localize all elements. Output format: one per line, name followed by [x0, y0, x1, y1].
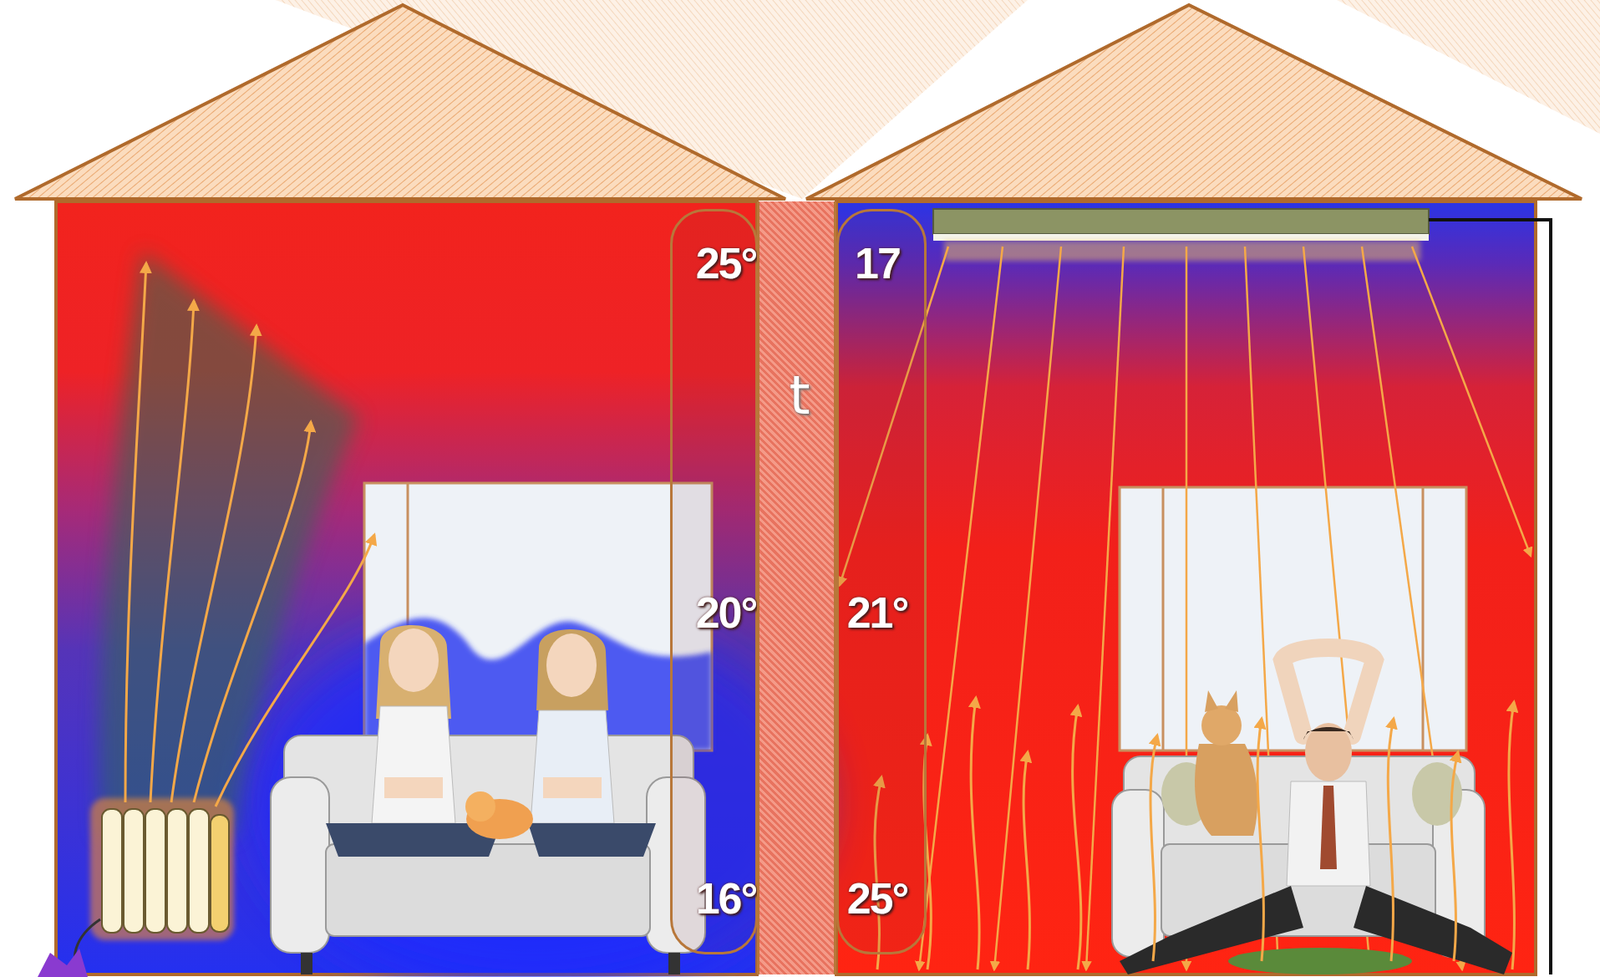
- radiator-fin: [145, 808, 166, 933]
- sofa: [270, 735, 706, 975]
- roof: [806, 5, 1582, 199]
- cat-head: [465, 791, 496, 822]
- axis-label: t: [788, 368, 810, 422]
- torso: [371, 706, 456, 823]
- window-frame: [1422, 487, 1425, 751]
- heat-arrow: [970, 697, 980, 970]
- roof: [15, 5, 786, 199]
- infrared-ray: [1412, 246, 1531, 556]
- radiator-glow: [90, 797, 234, 940]
- hair: [536, 629, 609, 711]
- heat-arrow: [1023, 751, 1030, 970]
- tie: [1320, 785, 1337, 869]
- leg: [1353, 885, 1513, 975]
- torso: [530, 710, 615, 823]
- arms: [384, 777, 443, 798]
- ceiling-heater: [933, 208, 1551, 975]
- head: [1305, 722, 1352, 782]
- sofa-leg: [300, 952, 313, 975]
- radiator-fin: [167, 808, 188, 933]
- sofa-leg: [668, 952, 681, 975]
- woman: [528, 629, 656, 857]
- heater-body: [933, 208, 1429, 234]
- hair: [1303, 726, 1354, 740]
- house-wall: [55, 201, 757, 975]
- leg: [1119, 885, 1304, 975]
- heat-arrow: [1150, 735, 1158, 961]
- sofa-seat: [325, 843, 651, 936]
- rug: [1228, 947, 1413, 975]
- cat: [465, 791, 534, 839]
- temperature-label: 25°: [847, 876, 909, 920]
- cat: [1194, 690, 1258, 836]
- cat-ears: [1204, 690, 1239, 712]
- infrared-rays: [839, 246, 1531, 970]
- temperature-label: 25°: [695, 241, 757, 285]
- heat-arrow: [1387, 718, 1394, 961]
- heat-arrow: [1451, 751, 1458, 961]
- temperature-label: 17: [854, 241, 900, 285]
- cat-body: [1194, 743, 1258, 836]
- hair: [375, 624, 452, 719]
- temperature-label: 20°: [695, 590, 757, 635]
- head: [546, 633, 597, 697]
- heat-arrow: [1072, 706, 1082, 970]
- temperature-label: 21°: [847, 590, 909, 635]
- radiator-fin: [101, 808, 122, 933]
- temperature-label: 16°: [695, 876, 757, 920]
- height-axis: t: [756, 201, 837, 975]
- heat-arrow: [1508, 701, 1515, 970]
- convection-arrow: [150, 300, 194, 803]
- head: [388, 628, 439, 692]
- rising-heat-arrows: [874, 697, 1514, 970]
- flower: [37, 948, 88, 977]
- temperature-scale: 17 21° 25°: [836, 208, 927, 955]
- legs: [528, 822, 656, 857]
- radiator-fin: [123, 808, 144, 933]
- convection-arrows: [125, 263, 375, 807]
- arms: [543, 777, 602, 798]
- temperature-scale: 25° 20° 16°: [670, 208, 758, 955]
- sofa-back: [284, 735, 694, 861]
- shirt: [1286, 781, 1371, 886]
- radiator-fin: [188, 808, 209, 933]
- heater-emitter: [933, 233, 1429, 241]
- radiator-panel: [210, 814, 229, 932]
- convection-arrow: [125, 263, 147, 803]
- sofa-arm: [270, 777, 330, 953]
- raised-arms: [1282, 647, 1375, 736]
- man: [1119, 647, 1513, 975]
- radiator: [75, 797, 234, 975]
- infrared-ray: [919, 246, 1003, 970]
- power-wire: [1428, 219, 1551, 975]
- house-wall: [836, 201, 1536, 975]
- heat-arrow: [1257, 718, 1264, 961]
- heater-glow: [944, 240, 1421, 261]
- window-frame: [1162, 487, 1165, 751]
- infrared-ray: [994, 246, 1062, 970]
